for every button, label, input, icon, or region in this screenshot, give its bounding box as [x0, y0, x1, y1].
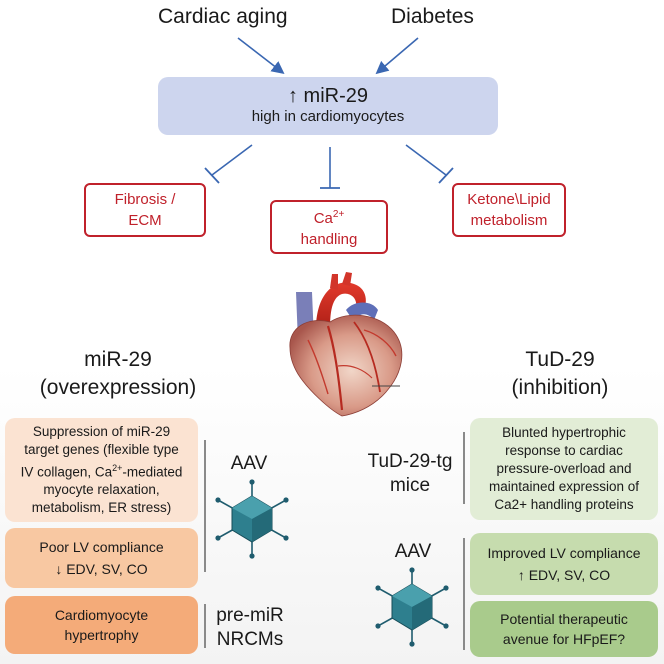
- left-heading-line1: miR-29: [84, 348, 152, 371]
- left-box1-line1: Suppression of miR-29: [32, 423, 171, 439]
- left-box1-line3: IV collagen, Ca2+-mediated: [21, 459, 183, 482]
- aav-virus-icon: [215, 479, 289, 559]
- coronary-vessel-2: [353, 321, 381, 393]
- up-arrow-icon: ↑: [287, 85, 298, 107]
- right-heading: TuD-29 (inhibition): [470, 346, 650, 402]
- right-separator-1: [463, 432, 465, 504]
- mir29-box: ↑ miR-29 high in cardiomyocytes: [158, 77, 498, 135]
- aorta: [316, 282, 366, 334]
- left-aav-label: AAV: [230, 453, 268, 474]
- right-box1-line2: response to cardiac: [505, 443, 623, 458]
- coronary-vessel-3: [307, 339, 329, 395]
- right-separator-2: [463, 538, 465, 650]
- inhibit-fibrosis: [204, 144, 253, 184]
- down-arrow-icon: ↓: [55, 561, 63, 577]
- fibrosis-line1: Fibrosis /: [114, 191, 176, 208]
- coronary-vessel-5: [337, 365, 373, 379]
- ca-handling-box: Ca2+ handling: [270, 200, 388, 254]
- premir-line2: NRCMs: [216, 629, 284, 650]
- mir29-subtitle: high in cardiomyocytes: [251, 108, 405, 125]
- left-box2-line2-text: EDV, SV, CO: [66, 561, 148, 577]
- right-box1-line1: Blunted hypertrophic: [502, 425, 626, 440]
- left-box1-line5: metabolism, ER stress): [31, 500, 172, 516]
- ketone-line1: Ketone\Lipid: [467, 191, 551, 208]
- left-separator-2: [204, 604, 206, 648]
- up-arrow-icon-right: ↑: [517, 567, 525, 583]
- aav-virus-icon-right: [375, 567, 449, 647]
- aortic-branch-1: [330, 274, 338, 290]
- right-heading-line2: (inhibition): [511, 376, 609, 399]
- left-box2-line1: Poor LV compliance: [39, 539, 164, 555]
- right-heading-line1: TuD-29: [525, 348, 595, 371]
- mir29-title-text: miR-29: [303, 85, 368, 107]
- right-box1-line5: Ca2+ handling proteins: [494, 497, 634, 512]
- heart-illustration: [289, 272, 403, 417]
- right-box2-line1: Improved LV compliance: [487, 545, 641, 561]
- right-box-improved-compliance: Improved LV compliance ↑ EDV, SV, CO: [470, 533, 658, 595]
- left-box1-line3-sup: 2+: [112, 462, 123, 473]
- ca-line2: handling: [300, 231, 358, 248]
- premir-label: pre-miR NRCMs: [208, 604, 292, 652]
- ca-sup: 2+: [332, 209, 345, 220]
- left-separator-1: [204, 440, 206, 572]
- left-box3-line1: Cardiomyocyte: [54, 607, 149, 623]
- right-box-blunted: Blunted hypertrophic response to cardiac…: [470, 418, 658, 520]
- pathway-arrows: [204, 37, 454, 189]
- left-box1-line4: myocyte relaxation,: [43, 482, 160, 498]
- coronary-vessel-1: [326, 325, 344, 411]
- inhibit-ca-handling: [320, 147, 340, 189]
- right-box1-line4: maintained expression of: [488, 479, 640, 494]
- right-box3-line2: avenue for HFpEF?: [502, 631, 626, 647]
- diabetes-label: Diabetes: [391, 5, 474, 28]
- aortic-branch-2: [342, 272, 352, 286]
- left-box1-line2: target genes (flexible type: [24, 441, 179, 457]
- right-box2-line2-text: EDV, SV, CO: [528, 567, 611, 583]
- left-heading: miR-29 (overexpression): [18, 346, 218, 402]
- fibrosis-line2: ECM: [128, 212, 162, 229]
- left-box1-line3a: IV collagen, Ca: [20, 464, 113, 480]
- cardiac-aging-label: Cardiac aging: [158, 5, 288, 28]
- arrow-cardiac-aging: [237, 37, 285, 74]
- left-box-hypertrophy: Cardiomyocyte hypertrophy: [5, 596, 198, 654]
- coronary-vessel-4: [363, 329, 397, 357]
- left-heading-line2: (overexpression): [39, 376, 197, 399]
- mir29-title: ↑ miR-29: [288, 85, 368, 107]
- left-box-poor-compliance: Poor LV compliance ↓ EDV, SV, CO: [5, 528, 198, 588]
- right-box-therapeutic: Potential therapeutic avenue for HFpEF?: [470, 601, 658, 657]
- tud-mice-label: TuD-29-tg mice: [357, 450, 463, 498]
- left-box2-line2: ↓ EDV, SV, CO: [55, 558, 147, 580]
- premir-line1: pre-miR: [216, 605, 284, 626]
- ketone-box: Ketone\Lipid metabolism: [452, 183, 566, 237]
- left-box1-line3b: -mediated: [122, 464, 183, 480]
- arrow-diabetes: [375, 37, 419, 75]
- tud-line2: mice: [389, 475, 431, 496]
- ca-line1: Ca2+: [314, 204, 345, 229]
- fibrosis-box: Fibrosis / ECM: [84, 183, 206, 237]
- ketone-line2: metabolism: [470, 212, 548, 229]
- inhibit-ketone: [405, 144, 454, 184]
- right-box1-line3: pressure-overload and: [496, 461, 632, 476]
- tud-line1: TuD-29-tg: [367, 451, 453, 472]
- left-box3-line2: hypertrophy: [64, 627, 139, 643]
- ca-main: Ca: [313, 210, 333, 227]
- right-box2-line2: ↑ EDV, SV, CO: [518, 564, 610, 586]
- right-aav-label: AAV: [394, 541, 432, 562]
- left-box-suppression: Suppression of miR-29 target genes (flex…: [5, 418, 198, 522]
- right-box3-line1: Potential therapeutic: [500, 611, 628, 627]
